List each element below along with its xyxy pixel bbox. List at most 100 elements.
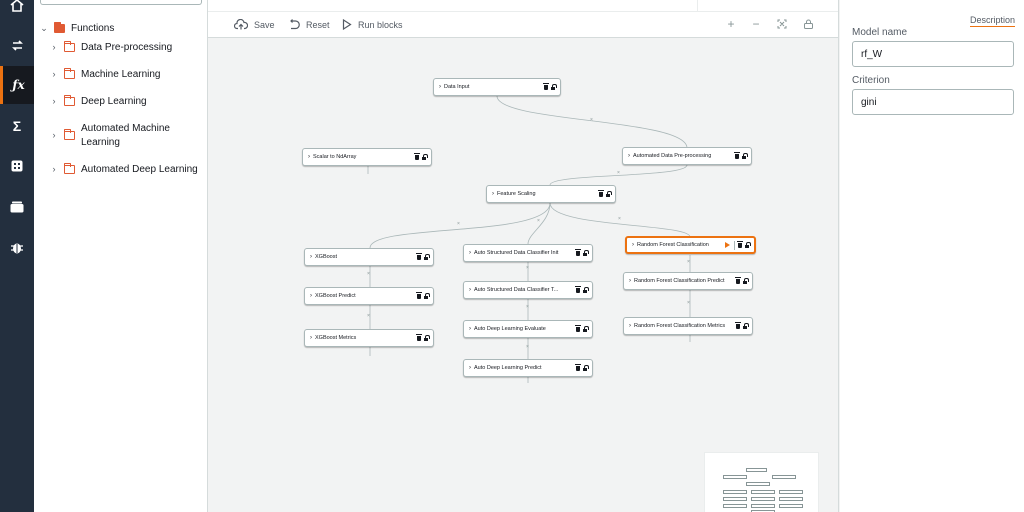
trash-icon[interactable]: [575, 364, 581, 371]
trash-icon[interactable]: [735, 277, 741, 284]
edge-scaling-autosdc: [527, 202, 551, 245]
block-automated-data-preprocessing[interactable]: ›Automated Data Pre-processing: [622, 147, 752, 165]
tree-node-deep-learning[interactable]: › Deep Learning: [48, 94, 147, 109]
minimap-block: [723, 490, 747, 494]
block-scalar-to-ndarray[interactable]: ›Scalar to NdArray: [302, 148, 432, 166]
edge-marker: ×: [687, 300, 690, 306]
chevron-right-icon[interactable]: ›: [52, 130, 56, 140]
block-xgboost-predict[interactable]: ›XGBoost Predict: [304, 287, 434, 305]
folder-icon: [63, 128, 75, 140]
block-auto-deep-learning-predict[interactable]: ›Auto Deep Learning Predict: [463, 359, 593, 377]
chevron-right-icon[interactable]: ›: [52, 96, 56, 106]
lock-icon[interactable]: [606, 191, 612, 197]
minimap-block: [746, 482, 770, 486]
block-data-input[interactable]: ›Data Input: [433, 78, 561, 96]
minimap-block: [779, 504, 803, 508]
trash-icon[interactable]: [416, 292, 422, 299]
edge-marker: ×: [590, 117, 593, 123]
chevron-right-icon[interactable]: ›: [52, 164, 56, 174]
block-feature-scaling[interactable]: ›Feature Scaling: [486, 185, 616, 203]
grid-calculator-icon[interactable]: [0, 147, 34, 185]
lock-icon[interactable]: [743, 323, 749, 329]
run-blocks-button[interactable]: Run blocks: [342, 17, 403, 32]
tab-strip-segment: [208, 0, 698, 12]
edge-marker: ×: [687, 259, 690, 265]
block-auto-structured-data-classifier-init[interactable]: ›Auto Structured Data Classifier Init: [463, 244, 593, 262]
folder-icon: [63, 94, 75, 106]
block-xgboost-metrics[interactable]: ›XGBoost Metrics: [304, 329, 434, 347]
canvas-toolbar: Save Reset Run blocks + −: [208, 12, 838, 38]
trash-icon[interactable]: [735, 322, 741, 329]
lock-icon[interactable]: [424, 293, 430, 299]
lock-icon[interactable]: [801, 17, 815, 31]
block-random-forest-classification-predict[interactable]: ›Random Forest Classification Predict: [623, 272, 753, 290]
trash-icon[interactable]: [543, 83, 549, 90]
criterion-label: Criterion: [852, 75, 890, 86]
minimap-block: [779, 497, 803, 501]
minimap-block: [751, 497, 775, 501]
trash-icon[interactable]: [598, 190, 604, 197]
lock-icon[interactable]: [745, 242, 751, 248]
criterion-field[interactable]: [852, 89, 1014, 115]
block-xgboost[interactable]: ›XGBoost: [304, 248, 434, 266]
tree-node-functions[interactable]: ⌄ Functions: [38, 21, 114, 36]
trash-icon[interactable]: [416, 334, 422, 341]
trash-icon[interactable]: [414, 153, 420, 160]
tree-node-machine-learning[interactable]: › Machine Learning: [48, 67, 161, 82]
block-random-forest-classification-metrics[interactable]: ›Random Forest Classification Metrics: [623, 317, 753, 335]
minimap-block: [723, 504, 747, 508]
lock-icon[interactable]: [583, 287, 589, 293]
lock-icon[interactable]: [583, 326, 589, 332]
edge-marker: ×: [526, 265, 529, 271]
tab-description[interactable]: Description: [969, 15, 1015, 27]
home-icon[interactable]: [0, 0, 34, 24]
lock-icon[interactable]: [742, 153, 748, 159]
cloud-upload-icon: [234, 19, 248, 30]
edge-marker: ×: [367, 271, 370, 277]
sigma-icon[interactable]: Σ: [12, 118, 22, 134]
trash-icon[interactable]: [575, 325, 581, 332]
lock-icon[interactable]: [583, 365, 589, 371]
edge-marker: ×: [618, 216, 621, 222]
lock-icon[interactable]: [743, 278, 749, 284]
save-button[interactable]: Save: [234, 17, 275, 32]
trash-icon[interactable]: [734, 152, 740, 159]
bug-icon[interactable]: [0, 228, 34, 266]
function-tree-panel: ⌄ Functions › Data Pre-processing › Mach…: [34, 0, 208, 512]
zoom-in-icon[interactable]: +: [727, 17, 735, 31]
edge-marker: ×: [367, 313, 370, 319]
chevron-down-icon[interactable]: ⌄: [40, 23, 48, 33]
tree-node-automated-machine-learning[interactable]: › Automated Machine Learning: [48, 122, 194, 149]
connection-lines: × × × × × × × × × × × ×: [367, 95, 691, 383]
block-random-forest-classification[interactable]: ›Random Forest Classification: [625, 236, 756, 254]
lock-icon[interactable]: [424, 335, 430, 341]
tree-node-data-preprocessing[interactable]: › Data Pre-processing: [48, 40, 172, 55]
transform-arrows-icon[interactable]: [0, 26, 34, 64]
block-auto-structured-data-classifier-train[interactable]: ›Auto Structured Data Classifier T...: [463, 281, 593, 299]
zoom-out-icon[interactable]: −: [752, 17, 760, 31]
lock-icon[interactable]: [583, 250, 589, 256]
minimap-block: [751, 490, 775, 494]
trash-icon[interactable]: [416, 253, 422, 260]
lock-icon[interactable]: [424, 254, 430, 260]
run-block-icon[interactable]: [725, 242, 730, 248]
lock-icon[interactable]: [422, 154, 428, 160]
tree-search-input[interactable]: [40, 0, 202, 5]
tree-node-automated-deep-learning[interactable]: › Automated Deep Learning: [48, 162, 198, 177]
properties-card: Description Model name Criterion: [840, 0, 1024, 512]
reset-button[interactable]: Reset: [288, 17, 330, 32]
block-auto-deep-learning-evaluate[interactable]: ›Auto Deep Learning Evaluate: [463, 320, 593, 338]
trash-icon[interactable]: [575, 286, 581, 293]
chevron-right-icon[interactable]: ›: [52, 69, 56, 79]
chevron-right-icon[interactable]: ›: [52, 42, 56, 52]
fit-view-icon[interactable]: [775, 17, 789, 31]
trash-icon[interactable]: [575, 249, 581, 256]
storage-icon[interactable]: [0, 188, 34, 226]
lock-icon[interactable]: [551, 84, 557, 90]
minimap-block: [723, 497, 747, 501]
trash-icon[interactable]: [737, 241, 743, 248]
model-name-field[interactable]: [852, 41, 1014, 67]
function-icon[interactable]: ƒx: [0, 66, 34, 104]
canvas-minimap[interactable]: [704, 452, 819, 512]
workflow-canvas[interactable]: × × × × × × × × × × × × ›Data Input ›Sca…: [208, 38, 838, 512]
